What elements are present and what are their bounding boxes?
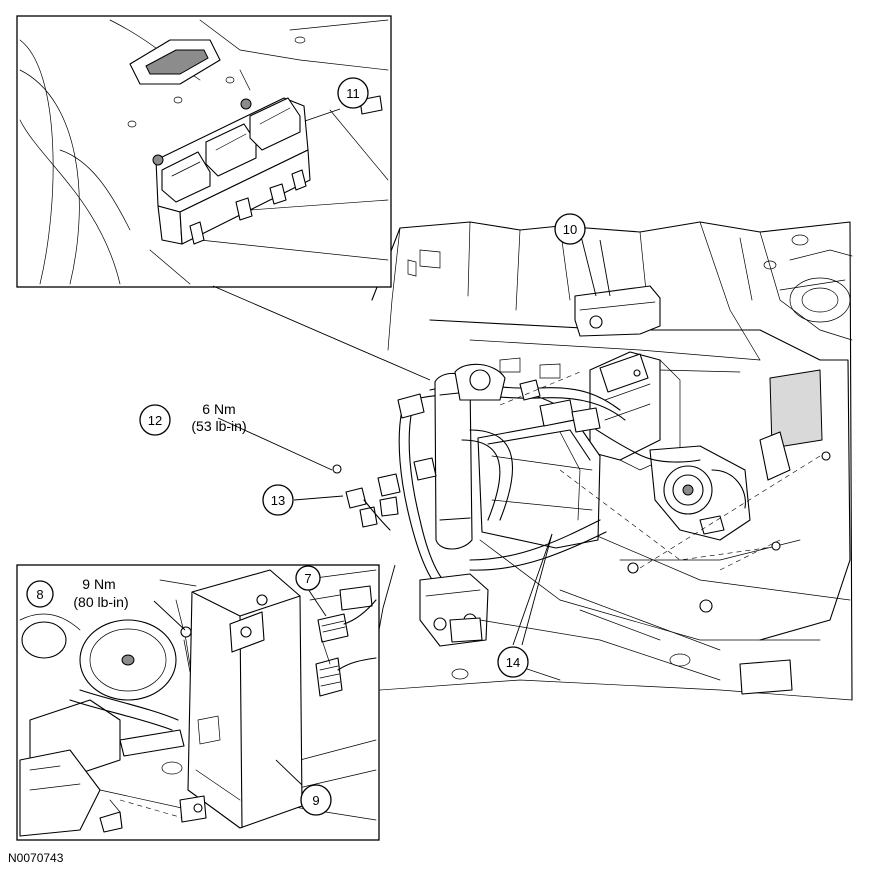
svg-text:7: 7 xyxy=(304,571,311,586)
svg-text:12: 12 xyxy=(148,413,162,428)
callout-10: 10 xyxy=(554,213,586,245)
figure-id: N0070743 xyxy=(8,851,64,865)
svg-text:14: 14 xyxy=(506,655,520,670)
callout-13: 13 xyxy=(262,484,294,516)
callout-7: 7 xyxy=(295,565,321,591)
svg-text:9: 9 xyxy=(312,793,319,808)
svg-text:8: 8 xyxy=(36,587,43,602)
callout-12: 12 xyxy=(139,404,171,436)
torque-12-nm: 6 Nm xyxy=(202,401,235,417)
svg-text:11: 11 xyxy=(346,86,360,101)
main-view xyxy=(332,221,853,701)
inset-view-11 xyxy=(16,15,392,288)
svg-text:13: 13 xyxy=(271,493,285,508)
callout-9: 9 xyxy=(300,784,332,816)
torque-12-lbin: (53 lb-in) xyxy=(191,418,246,434)
torque-8-nm: 9 Nm xyxy=(82,576,115,592)
torque-8-lbin: (80 lb-in) xyxy=(73,594,128,610)
callout-8: 8 xyxy=(26,580,54,608)
callout-14: 14 xyxy=(497,646,529,678)
leader-lines xyxy=(153,108,611,786)
callout-11: 11 xyxy=(337,77,369,109)
svg-text:10: 10 xyxy=(563,222,577,237)
